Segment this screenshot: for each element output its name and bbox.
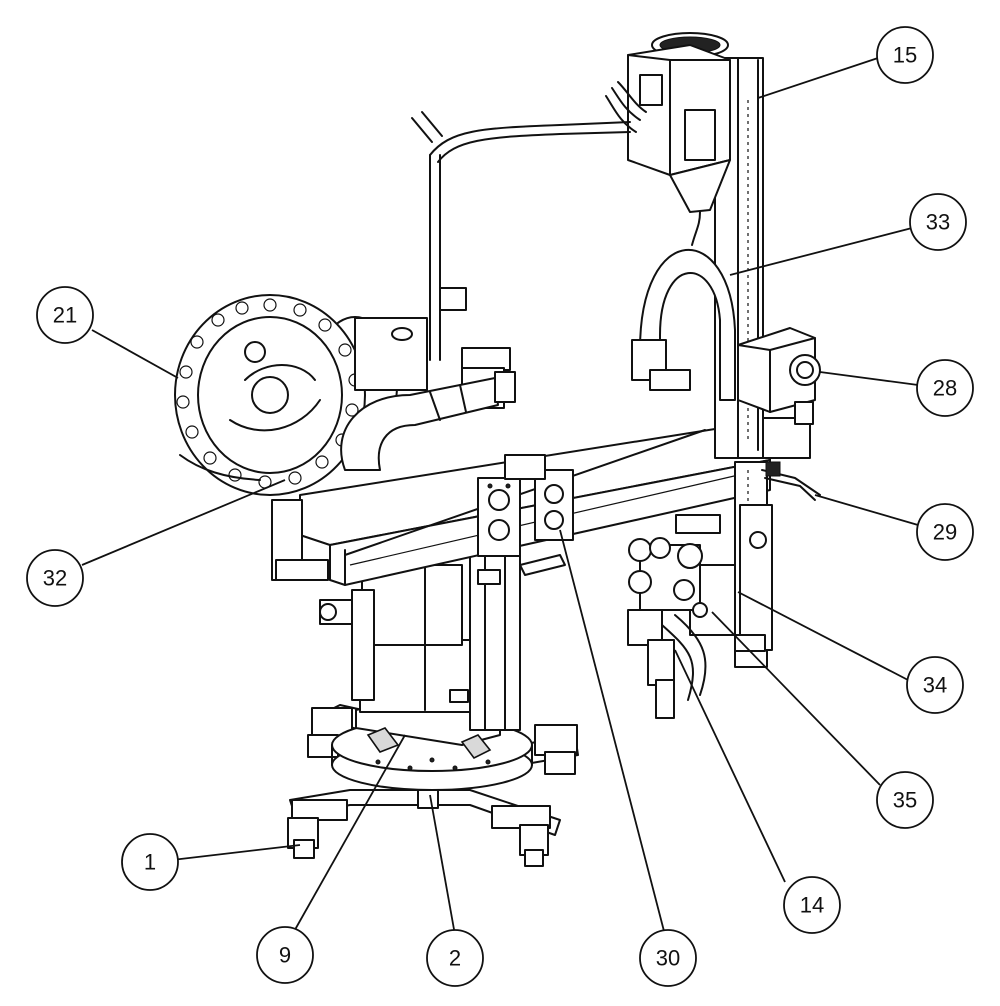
callout-2: 2 [426, 929, 484, 987]
callout-21: 21 [36, 286, 94, 344]
leader-lines [81, 57, 919, 936]
flux-hose [631, 211, 736, 401]
callout-label: 32 [43, 566, 67, 591]
column-upright [469, 544, 521, 731]
callout-label: 35 [893, 788, 917, 813]
column-base [319, 564, 501, 760]
carriage-plates [477, 454, 574, 576]
callout-9: 9 [256, 926, 314, 984]
wire-reel [174, 294, 428, 496]
callout-33: 33 [909, 193, 967, 251]
motor-box [737, 327, 821, 425]
welding-head [627, 514, 739, 719]
cable-chain [340, 371, 516, 471]
callout-label: 30 [656, 946, 680, 971]
callout-label: 28 [933, 376, 957, 401]
callout-label: 33 [926, 210, 950, 235]
overhead-pipe [411, 111, 631, 409]
callout-label: 15 [893, 43, 917, 68]
callout-29: 29 [916, 503, 974, 561]
callout-15: 15 [876, 26, 934, 84]
callout-1: 1 [121, 833, 179, 891]
callout-14: 14 [783, 876, 841, 934]
callout-label: 29 [933, 520, 957, 545]
callout-label: 1 [144, 850, 156, 875]
callout-label: 2 [449, 946, 461, 971]
callout-32: 32 [26, 549, 84, 607]
flux-hopper [605, 32, 731, 213]
clamp-handle [761, 461, 821, 501]
callout-label: 9 [279, 943, 291, 968]
callout-label: 34 [923, 673, 947, 698]
callout-label: 14 [800, 893, 824, 918]
callout-28: 28 [916, 359, 974, 417]
callout-30: 30 [639, 929, 697, 987]
callout-34: 34 [906, 656, 964, 714]
callout-35: 35 [876, 771, 934, 829]
callout-label: 21 [53, 303, 77, 328]
